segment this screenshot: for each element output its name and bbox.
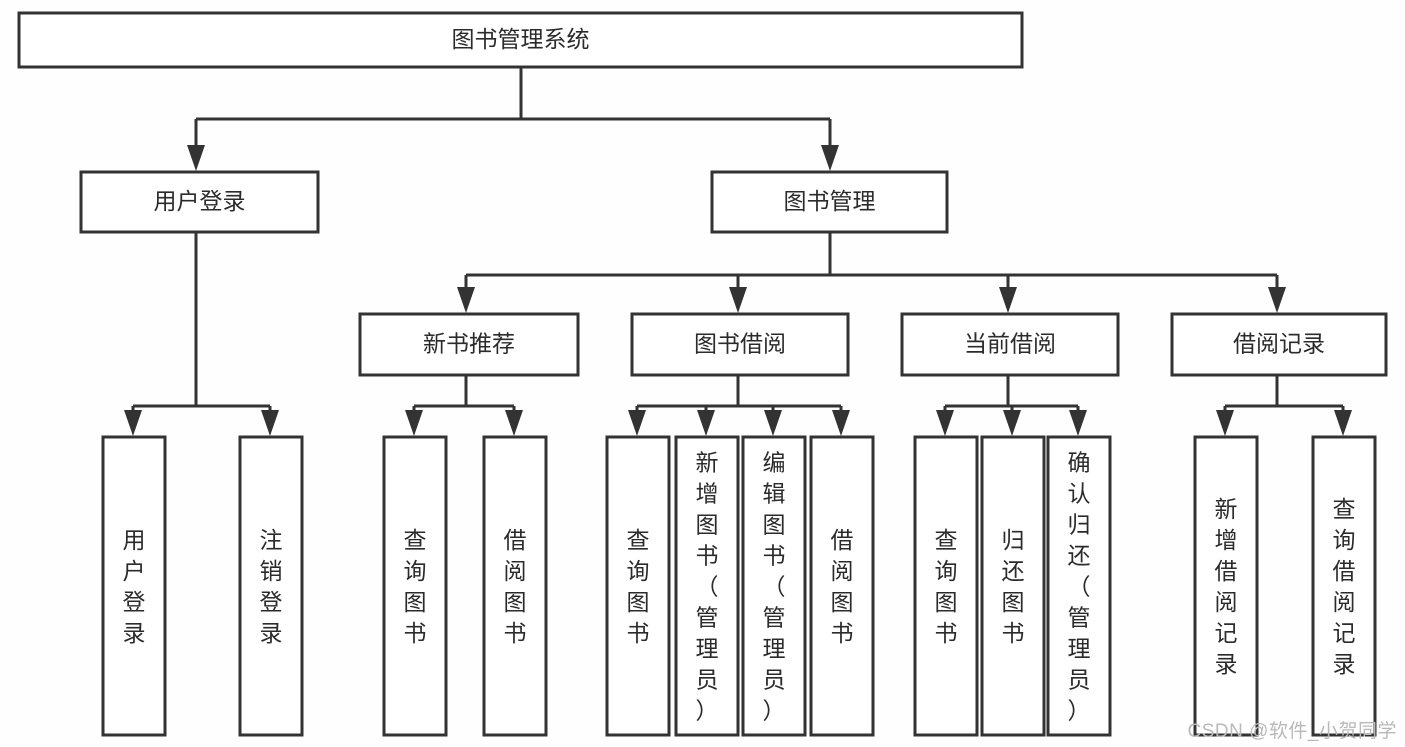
watermark-text: CSDN @软件_小贺同学 — [1187, 721, 1397, 742]
arrow-head-icon — [628, 410, 646, 436]
node-box[interactable] — [101, 435, 167, 737]
connector-group-userlogin-to-leaves — [124, 232, 279, 436]
connector-group-current-to-leaves — [936, 375, 1087, 436]
node-box[interactable] — [630, 312, 850, 377]
node-label: 图书管理 — [784, 188, 876, 214]
node-leaf-6[interactable]: 编辑图书（管理员） — [741, 435, 807, 737]
boxes-layer: 图书管理系统用户登录图书管理新书推荐图书借阅当前借阅借阅记录用户登录注销登录查询… — [17, 11, 1388, 737]
node-label: 新增图书（管理员） — [696, 450, 719, 724]
node-leaf-2[interactable]: 查询图书 — [382, 435, 448, 737]
arrow-head-icon — [697, 410, 715, 436]
node-label: 查询图书 — [404, 527, 427, 646]
node-leaf-5[interactable]: 新增图书（管理员） — [674, 435, 740, 737]
connector-group-bookmgmt-to-level2 — [457, 232, 1286, 313]
node-box[interactable] — [358, 312, 580, 377]
node-leaf-9[interactable]: 归还图书 — [980, 435, 1046, 737]
node-label: 查询借阅记录 — [1333, 496, 1356, 677]
arrow-head-icon — [729, 287, 747, 313]
connector-group-newbook-to-leaves — [405, 375, 523, 436]
node-leaf-4[interactable]: 查询图书 — [605, 435, 671, 737]
arrow-head-icon — [936, 410, 954, 436]
node-box[interactable] — [1193, 435, 1259, 737]
arrow-head-icon — [187, 145, 205, 171]
node-box[interactable] — [900, 312, 1120, 377]
node-box[interactable] — [980, 435, 1046, 737]
node-label: 借阅记录 — [1233, 331, 1325, 357]
node-box[interactable] — [1046, 435, 1112, 737]
node-box[interactable] — [741, 435, 807, 737]
node-box[interactable] — [482, 435, 548, 737]
arrow-head-icon — [764, 410, 782, 436]
node-label: 确认归还（管理员） — [1068, 450, 1091, 724]
node-box[interactable] — [674, 435, 740, 737]
node-box[interactable] — [17, 11, 1024, 69]
arrow-head-icon — [505, 410, 523, 436]
node-label: 新增借阅记录 — [1215, 496, 1238, 677]
node-label: 图书管理系统 — [452, 26, 590, 52]
node-box[interactable] — [809, 435, 875, 737]
node-box[interactable] — [382, 435, 448, 737]
node-leaf-0[interactable]: 用户登录 — [101, 435, 167, 737]
arrow-head-icon — [832, 410, 850, 436]
node-level1-0[interactable]: 用户登录 — [79, 170, 320, 234]
node-box[interactable] — [913, 435, 979, 737]
arrow-head-icon — [1268, 287, 1286, 313]
arrow-head-icon — [821, 145, 839, 171]
node-label: 当前借阅 — [964, 331, 1056, 357]
connector-group-borrow-to-leaves — [628, 375, 850, 436]
node-label: 编辑图书（管理员） — [763, 450, 786, 724]
node-leaf-7[interactable]: 借阅图书 — [809, 435, 875, 737]
node-root-0[interactable]: 图书管理系统 — [17, 11, 1024, 69]
node-box[interactable] — [79, 170, 320, 234]
arrow-head-icon — [1334, 410, 1352, 436]
connectors-layer — [124, 67, 1352, 436]
node-label: 查询图书 — [935, 527, 958, 646]
node-label: 归还图书 — [1002, 527, 1025, 646]
arrow-head-icon — [261, 410, 279, 436]
arrow-head-icon — [124, 410, 142, 436]
node-level2-1[interactable]: 图书借阅 — [630, 312, 850, 377]
node-box[interactable] — [605, 435, 671, 737]
node-box[interactable] — [1170, 312, 1388, 377]
connector-group-root-to-level1 — [187, 67, 839, 171]
node-leaf-1[interactable]: 注销登录 — [238, 435, 304, 737]
node-label: 借阅图书 — [831, 527, 854, 646]
node-level1-1[interactable]: 图书管理 — [710, 170, 949, 234]
node-label: 新书推荐 — [423, 331, 515, 357]
node-box[interactable] — [710, 170, 949, 234]
node-level2-2[interactable]: 当前借阅 — [900, 312, 1120, 377]
arrow-head-icon — [1216, 410, 1234, 436]
connector-group-record-to-leaves — [1216, 375, 1352, 436]
node-level2-3[interactable]: 借阅记录 — [1170, 312, 1388, 377]
arrow-head-icon — [405, 410, 423, 436]
arrow-head-icon — [457, 287, 475, 313]
node-leaf-3[interactable]: 借阅图书 — [482, 435, 548, 737]
node-leaf-11[interactable]: 新增借阅记录 — [1193, 435, 1259, 737]
node-label: 借阅图书 — [504, 527, 527, 646]
node-leaf-8[interactable]: 查询图书 — [913, 435, 979, 737]
node-box[interactable] — [1311, 435, 1377, 737]
node-label: 用户登录 — [123, 527, 146, 646]
node-leaf-10[interactable]: 确认归还（管理员） — [1046, 435, 1112, 737]
node-label: 注销登录 — [260, 527, 283, 646]
node-label: 查询图书 — [627, 527, 650, 646]
node-label: 图书借阅 — [694, 331, 786, 357]
node-leaf-12[interactable]: 查询借阅记录 — [1311, 435, 1377, 737]
node-label: 用户登录 — [154, 188, 246, 214]
arrow-head-icon — [999, 287, 1017, 313]
node-box[interactable] — [238, 435, 304, 737]
node-level2-0[interactable]: 新书推荐 — [358, 312, 580, 377]
arrow-head-icon — [1069, 410, 1087, 436]
arrow-head-icon — [1003, 410, 1021, 436]
